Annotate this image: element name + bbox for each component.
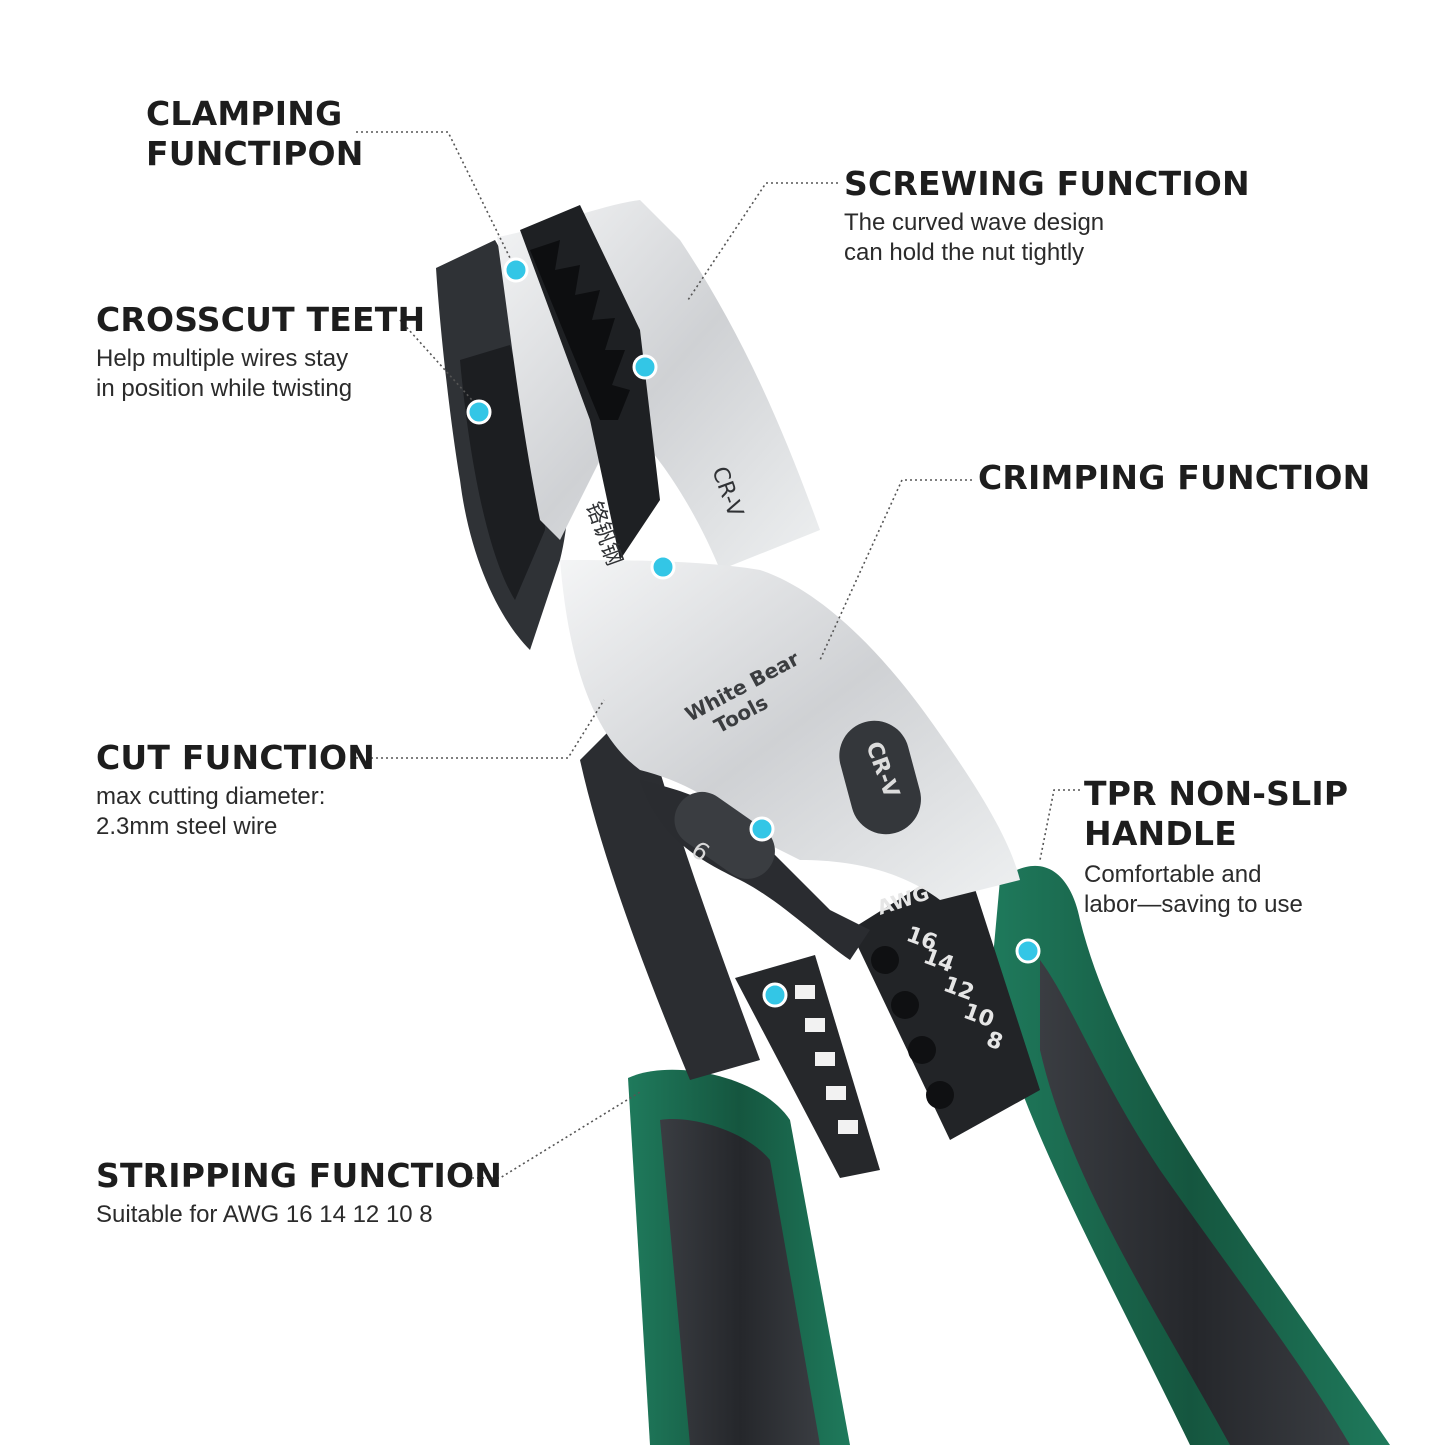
marker-dot-screwing [632, 354, 658, 380]
callout-screwing-desc: The curved wave design can hold the nut … [844, 209, 1105, 266]
callout-clamping-title: CLAMPING FUNCTIPON [146, 94, 364, 173]
callout-screwing: SCREWING FUNCTION The curved wave design… [844, 164, 1250, 268]
leader-crimping [819, 479, 972, 661]
callout-crosscut-teeth: CROSSCUT TEETH Help multiple wires stay … [96, 300, 425, 404]
pivot-body [560, 560, 1020, 960]
marker-dot-crimping [749, 816, 775, 842]
stripping-block [735, 955, 880, 1178]
leader-clamping [356, 131, 513, 263]
marker-dot-crosscut [466, 399, 492, 425]
marker-dot-tpr [1015, 938, 1041, 964]
callout-crosscut-desc: Help multiple wires stay in position whi… [96, 345, 353, 402]
callout-crosscut-title: CROSSCUT TEETH [96, 300, 426, 339]
leader-tpr [1039, 789, 1080, 861]
leader-screwing [687, 182, 838, 301]
callout-tpr-handle: TPR NON-SLIP HANDLE Comfortable and labo… [1084, 774, 1348, 920]
callout-stripping-desc: Suitable for AWG 16 14 12 10 8 [96, 1201, 433, 1228]
callout-crimping-title: CRIMPING FUNCTION [978, 458, 1371, 497]
leader-lines [356, 131, 1080, 1179]
callout-crimping: CRIMPING FUNCTION [978, 458, 1370, 498]
leader-cut [356, 699, 605, 759]
callout-clamping: CLAMPING FUNCTIPON [146, 94, 364, 174]
callout-stripping: STRIPPING FUNCTION Suitable for AWG 16 1… [96, 1156, 502, 1230]
marker-dot-stripping [762, 982, 788, 1008]
marker-dot-cut [650, 554, 676, 580]
left-arm [580, 700, 760, 1080]
left-handle [628, 1069, 850, 1445]
callout-stripping-title: STRIPPING FUNCTION [96, 1156, 503, 1195]
upper-steel-jaw [497, 200, 820, 570]
marker-dot-clamping [503, 257, 529, 283]
crimp-block [850, 858, 1040, 1140]
right-handle [990, 865, 1390, 1445]
callout-tpr-desc: Comfortable and labor—saving to use [1084, 861, 1303, 918]
callout-cut-desc: max cutting diameter: 2.3mm steel wire [96, 783, 326, 840]
callout-screwing-title: SCREWING FUNCTION [844, 164, 1250, 203]
callout-cut: CUT FUNCTION max cutting diameter: 2.3mm… [96, 738, 375, 842]
callout-tpr-title: TPR NON-SLIP HANDLE [1084, 774, 1349, 853]
callout-cut-title: CUT FUNCTION [96, 738, 376, 777]
marker-dots [466, 257, 1041, 1008]
